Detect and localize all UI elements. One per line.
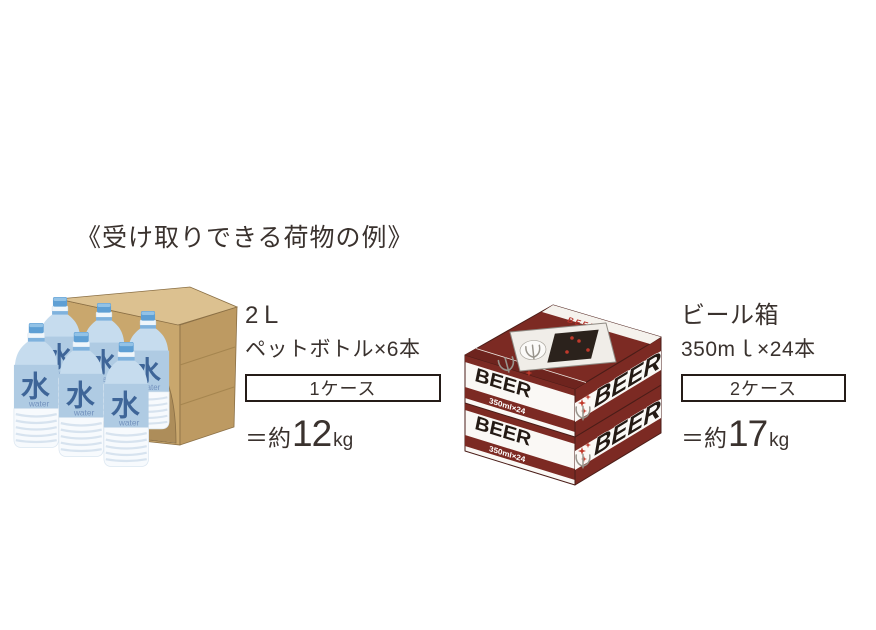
- beer-left-band: [465, 435, 575, 480]
- water-info: 2Ｌ ペットボトル×6本 1ケース ＝約 12 kg: [245, 302, 441, 455]
- water-case-svg: 水 water: [12, 286, 239, 468]
- beer-name-line1: ビール箱: [681, 302, 779, 329]
- beer-left-top-strip: [465, 355, 575, 396]
- water-weight-value: 12: [292, 413, 332, 454]
- beer-box-top-face: BEER: [464, 304, 662, 390]
- beer-case-count-label: 2ケース: [729, 379, 798, 399]
- beer-weight-unit: kg: [769, 430, 790, 451]
- box-top-face: [57, 286, 239, 326]
- beer-box-top: BEER 350ml×24 BEER BEER: [464, 304, 662, 438]
- water-weight-unit: kg: [333, 430, 354, 451]
- beer-name-line2: 350mｌ×24本: [681, 338, 816, 361]
- water-case-count-label: 1ケース: [309, 379, 377, 399]
- bottle-front-row: [12, 321, 150, 468]
- beer-top-label: [509, 322, 617, 372]
- water-case-count-box: 1ケース: [245, 374, 441, 402]
- water-weight: ＝約 12 kg: [245, 413, 441, 455]
- beer-left-top-strip: [465, 403, 575, 444]
- water-weight-prefix: ＝約: [245, 425, 291, 451]
- water-name-line2: ペットボトル×6本: [245, 338, 421, 361]
- box-side-creases: [179, 346, 236, 406]
- beer-left-band: [465, 387, 575, 432]
- beer-label-dark-panel: [547, 329, 599, 363]
- beer-cases-svg: BEER 350ml×24 BEER BEER 350ml×24: [464, 304, 662, 486]
- beer-info: ビール箱 350mｌ×24本 2ケース ＝約 17 kg: [681, 302, 846, 455]
- beer-right-band: [575, 351, 661, 422]
- water-name-line1: 2Ｌ: [245, 302, 284, 329]
- beer-weight-prefix: ＝約: [681, 425, 727, 451]
- water-case-illustration: 水 water: [8, 285, 240, 468]
- page-title: 《受け取りできる荷物の例》: [76, 224, 414, 252]
- beer-weight-value: 17: [728, 413, 768, 454]
- beer-weight: ＝約 17 kg: [681, 413, 846, 455]
- beer-right-band: [575, 399, 661, 470]
- beer-cases-illustration: BEER 350ml×24 BEER BEER 350ml×24: [455, 297, 673, 487]
- beer-case-count-box: 2ケース: [681, 374, 846, 402]
- box-side-face: [179, 306, 238, 446]
